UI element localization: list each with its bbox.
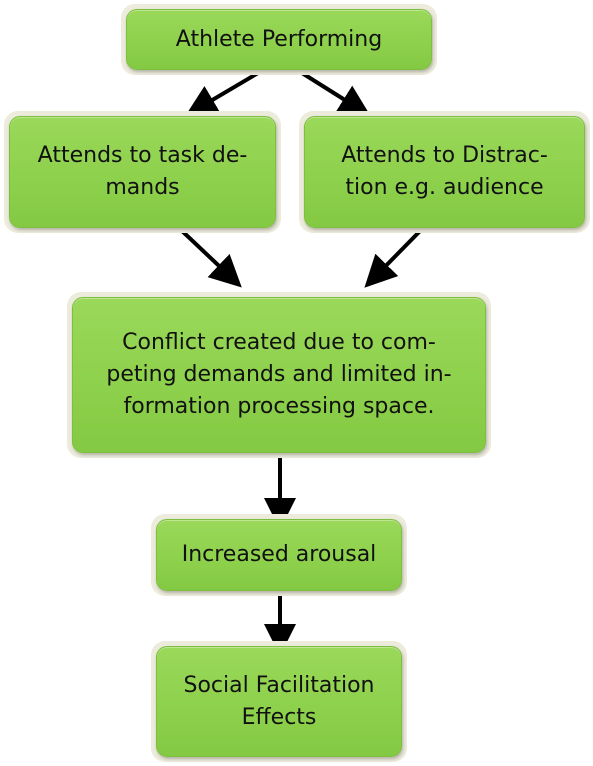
arrow-task-to-conflict	[178, 227, 242, 288]
node-label-line: Increased arousal	[181, 542, 377, 568]
node-social-facilitation: Social Facilitation Effects	[151, 641, 407, 762]
node-label-line: formation processing space.	[123, 393, 435, 419]
node-label-line: Effects	[241, 704, 317, 730]
node-label-line: tion e.g. audience	[345, 175, 544, 200]
node-label-line: Attends to task de-	[37, 143, 248, 169]
node-label: Athlete Performing	[176, 24, 382, 56]
node-label: Conflict created due to com- peting dema…	[106, 327, 451, 423]
arrow-performing-to-distraction	[300, 71, 371, 117]
node-attends-task-demands: Attends to task de- mands	[4, 111, 281, 233]
node-label-line: mands	[105, 175, 180, 200]
node-label-line: Social Facilitation	[183, 672, 375, 698]
node-label: Social Facilitation Effects	[183, 670, 374, 734]
node-label: Increased arousal	[182, 539, 377, 571]
node-label-line: Conflict created due to com-	[122, 330, 436, 356]
node-label: Attends to task de- mands	[38, 140, 248, 204]
node-attends-distraction: Attends to Distrac- tion e.g. audience	[299, 111, 590, 233]
node-label-line: Attends to Distrac-	[341, 143, 548, 169]
node-athlete-performing: Athlete Performing	[121, 4, 437, 75]
node-label: Attends to Distrac- tion e.g. audience	[341, 140, 548, 204]
node-label-line: peting demands and limited in-	[106, 362, 452, 388]
node-conflict-created: Conflict created due to com- peting dema…	[67, 292, 491, 458]
arrow-performing-to-task	[185, 71, 260, 117]
node-increased-arousal: Increased arousal	[151, 514, 407, 596]
node-label-line: Athlete Performing	[175, 26, 383, 52]
arrow-distraction-to-conflict	[364, 227, 424, 288]
